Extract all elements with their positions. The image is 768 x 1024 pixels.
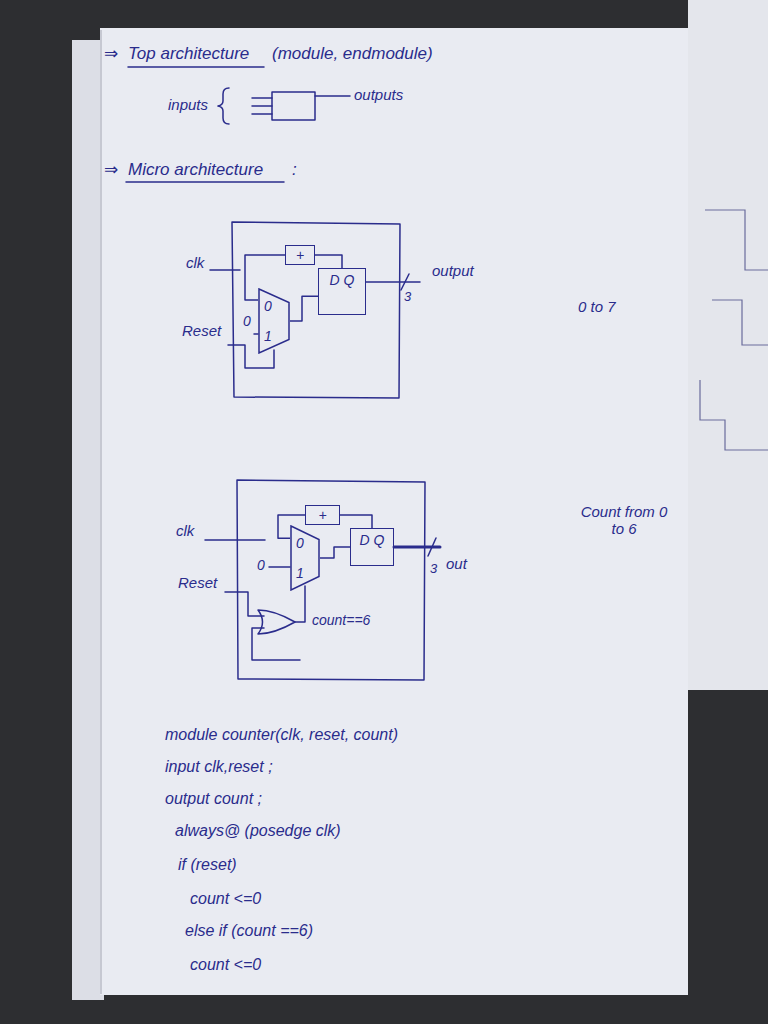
port-label: inputs [168, 96, 208, 113]
constant-value: 0 [243, 313, 251, 329]
signal-name: Reset [178, 574, 217, 591]
heading-note: (module, endmodule) [272, 44, 433, 64]
input-wire [252, 105, 272, 107]
reset-wire [228, 345, 274, 368]
mux-outline [258, 288, 290, 354]
node-text: D Q [330, 272, 355, 288]
code-line: count <=0 [190, 956, 261, 974]
mux-trapezoid [291, 526, 319, 590]
signal-name: output [432, 262, 474, 279]
output-bus [366, 281, 420, 283]
module-box [272, 92, 315, 120]
facing-page-sketch [700, 210, 768, 450]
select-wire [295, 586, 305, 622]
node-text: 0 [264, 298, 272, 314]
mux-trapezoid [259, 289, 289, 353]
flip-flop-box: D Q [318, 268, 366, 315]
signal-name: clk [186, 254, 204, 271]
clk-wire [210, 269, 240, 271]
node-text: 1 [264, 328, 272, 344]
bus-width-slash [401, 274, 409, 290]
flip-flop-box: D Q [350, 528, 394, 566]
reset-wire [225, 592, 264, 616]
input-brace [218, 88, 229, 124]
adder-box: + [305, 505, 340, 525]
node-text: 0 [296, 535, 304, 551]
input-wire [252, 97, 272, 99]
constant-value: 0 [257, 557, 265, 573]
wire-connector [320, 547, 350, 558]
constant-wire [269, 566, 290, 568]
node-text: + [296, 247, 304, 263]
wire-connector [315, 255, 342, 268]
heading-punctuation: : [292, 160, 297, 180]
output-wire [315, 95, 350, 97]
range-note: 0 to 7 [578, 298, 616, 315]
page-fold [100, 30, 102, 994]
facing-page [688, 0, 768, 690]
counter-outline [237, 480, 425, 680]
page-sheet [100, 28, 688, 995]
code-line: output count ; [165, 790, 262, 808]
code-line: input clk,reset ; [165, 758, 273, 776]
heading-arrow: ⇒ [104, 160, 118, 180]
constant-wire [254, 333, 258, 335]
mux-shape: 01 [290, 525, 320, 591]
wire-connector [340, 515, 372, 528]
mux-outline [290, 525, 320, 591]
heading-underline [126, 181, 284, 183]
port-label: outputs [354, 86, 403, 103]
code-line: count <=0 [190, 890, 261, 908]
node-text: D Q [360, 532, 385, 548]
signal-name: clk [176, 522, 194, 539]
range-note: Count from 0 to 6 [578, 503, 670, 538]
condition-label: count==6 [312, 612, 370, 628]
code-line: if (reset) [178, 856, 237, 874]
section-heading: Top architecture [128, 44, 249, 64]
heading-underline [128, 66, 264, 68]
or-gate [258, 610, 295, 634]
adder-box: + [285, 245, 315, 265]
bus-width: 3 [404, 290, 411, 305]
input-wire [252, 113, 272, 115]
counter-outline [232, 222, 400, 398]
wire-connector [245, 255, 285, 300]
code-line: else if (count ==6) [185, 922, 313, 940]
node-text: + [318, 507, 326, 523]
code-line: always@ (posedge clk) [175, 822, 341, 840]
mux-shape: 01 [258, 288, 290, 354]
heading-arrow: ⇒ [104, 44, 118, 64]
section-heading: Micro architecture [128, 160, 263, 180]
signal-name: Reset [182, 322, 221, 339]
signal-name: out [446, 555, 467, 572]
clk-wire [205, 539, 265, 541]
code-line: module counter(clk, reset, count) [165, 726, 398, 744]
node-text: 1 [296, 565, 304, 581]
wire-connector [290, 296, 318, 321]
bus-width: 3 [430, 562, 437, 577]
bus-width-slash [428, 538, 436, 556]
under-page [72, 40, 104, 1000]
